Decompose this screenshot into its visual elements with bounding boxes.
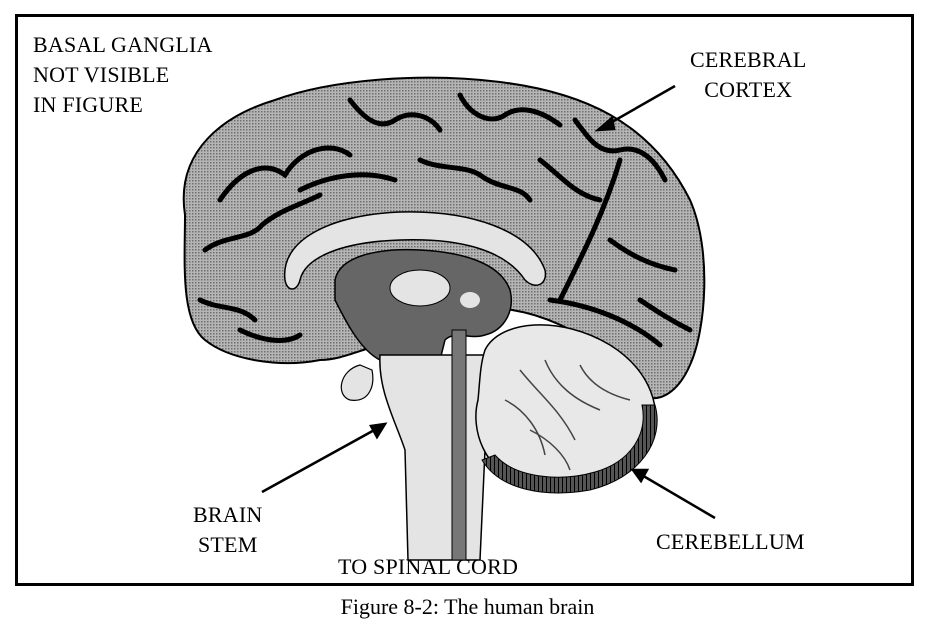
brain-stem-line-2: STEM [197, 532, 258, 557]
figure-caption: Figure 8-2: The human brain [340, 594, 595, 619]
basal-ganglia-line-3: IN FIGURE [33, 92, 143, 117]
cerebral-cortex-label: CEREBRAL CORTEX [690, 45, 807, 105]
brain-stem-label: BRAIN STEM [193, 500, 262, 560]
cerebellum-cortex-band [481, 404, 658, 494]
basal-ganglia-line-2: NOT VISIBLE [33, 62, 170, 87]
pineal-gland [460, 292, 480, 308]
cerebral-cortex-line-1: CEREBRAL [690, 47, 807, 72]
cerebral-cortex-line-2: CORTEX [704, 77, 793, 102]
basal-ganglia-label: BASAL GANGLIA NOT VISIBLE IN FIGURE [33, 30, 213, 120]
brain-stem-shape [379, 354, 495, 561]
pituitary [340, 364, 374, 401]
cerebellum-label: CEREBELLUM [656, 529, 805, 554]
pointer-arrows [261, 84, 716, 520]
cortex-sulci [197, 92, 693, 348]
corpus-callosum [284, 211, 547, 290]
arbor-vitae [504, 359, 631, 471]
spinal-cord-label: TO SPINAL CORD [338, 554, 519, 579]
brain-stem-line-1: BRAIN [193, 502, 263, 527]
spinal-canal [451, 329, 467, 561]
thalamus [389, 269, 451, 307]
basal-ganglia-line-1: BASAL GANGLIA [33, 32, 213, 57]
